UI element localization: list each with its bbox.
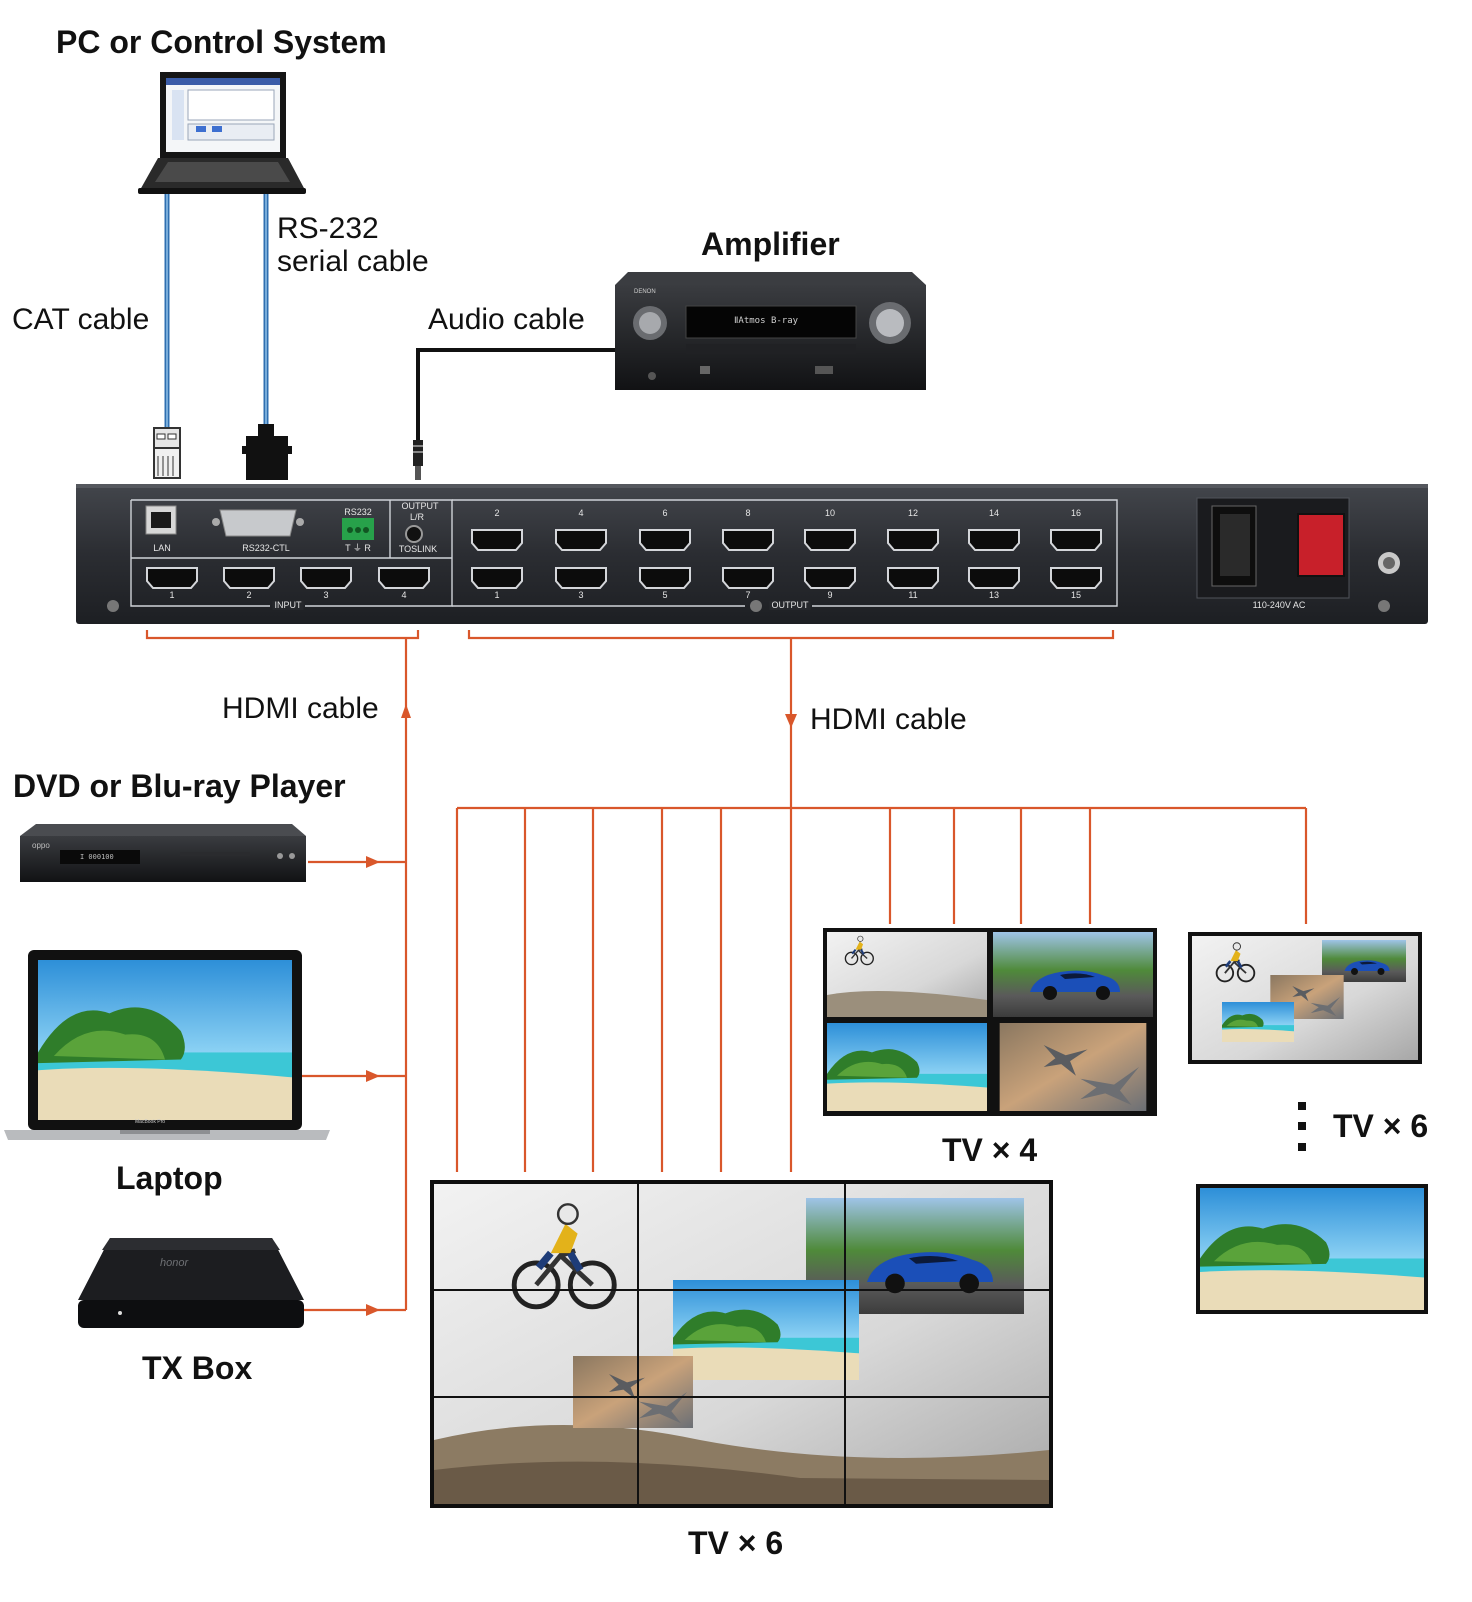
hdmi-port-icon xyxy=(1050,567,1102,589)
port-number-label: 15 xyxy=(1070,590,1082,600)
audio-cable-label: Audio cable xyxy=(428,303,585,336)
tr-label: T ⏚ R xyxy=(345,543,371,553)
tv-screen-icon xyxy=(1196,1184,1428,1314)
port-number-label: 1 xyxy=(494,590,500,600)
video-wall-3x3 xyxy=(430,1180,1053,1508)
port-number-label: 3 xyxy=(578,590,584,600)
rs232-terminal-label: RS232 xyxy=(344,507,372,517)
serial-cable-label: serial cable xyxy=(277,245,429,278)
amp-brand: DENON xyxy=(634,289,656,295)
db9-plug-icon xyxy=(242,424,292,480)
hdmi-output-cable-label: HDMI cable xyxy=(810,703,967,736)
tv6-bottom-label: TV × 6 xyxy=(688,1525,784,1561)
hdmi-input-cable-label: HDMI cable xyxy=(222,692,379,725)
hdmi-port-icon xyxy=(722,529,774,551)
tv-wall-2x2 xyxy=(823,928,1157,1116)
hdmi-port-icon xyxy=(378,567,430,589)
txbox-title: TX Box xyxy=(142,1350,253,1386)
hdmi-port-icon xyxy=(804,567,856,589)
hdmi-input-wiring xyxy=(145,630,420,1312)
tv-box-icon xyxy=(78,1238,304,1328)
laptop-model: MacBook Pro xyxy=(135,1119,166,1125)
hdmi-port-icon xyxy=(1050,529,1102,551)
tv4-label: TV × 4 xyxy=(942,1132,1038,1168)
port-number-label: 7 xyxy=(745,590,751,600)
tv-screen-icon xyxy=(827,1023,987,1111)
audio-cable-line xyxy=(416,348,615,440)
hdmi-port-icon xyxy=(887,567,939,589)
hdmi-port-icon xyxy=(887,529,939,551)
hdmi-port-icon xyxy=(555,567,607,589)
hdmi-port-icon xyxy=(555,529,607,551)
hdmi-port-icon xyxy=(471,529,523,551)
hdmi-output-wiring xyxy=(455,630,1308,1172)
port-number-label: 11 xyxy=(908,590,918,600)
amp-display: ⅡAtmos B-ray xyxy=(734,316,799,326)
port-number-label: 9 xyxy=(827,590,833,600)
hdmi-port-icon xyxy=(146,567,198,589)
cat-cable-label: CAT cable xyxy=(12,303,150,336)
rj45-plug-icon xyxy=(153,427,181,479)
output-section-label: OUTPUT xyxy=(769,600,811,610)
port-number-label: 3 xyxy=(323,590,329,600)
hdmi-ports xyxy=(146,529,1102,589)
rs232-ctl-label: RS232-CTL xyxy=(242,543,290,553)
port-number-label: 1 xyxy=(169,590,175,600)
port-number-label: 16 xyxy=(1070,508,1082,518)
port-number-label: 8 xyxy=(745,508,751,518)
tv-screen-icon xyxy=(993,932,1153,1017)
hdmi-port-icon xyxy=(639,567,691,589)
hdmi-port-icon xyxy=(639,529,691,551)
dvd-display: I 000100 xyxy=(80,853,114,861)
hdmi-port-icon xyxy=(471,567,523,589)
dvd-player-icon xyxy=(20,824,306,882)
tv-screen-icon xyxy=(827,932,987,1017)
port-number-label: 6 xyxy=(662,508,668,518)
port-number-label: 12 xyxy=(907,508,919,518)
tv-screen-icon xyxy=(1188,932,1422,1064)
pc-title: PC or Control System xyxy=(56,24,387,60)
input-section-label: INPUT xyxy=(272,600,304,610)
port-number-label: 5 xyxy=(662,590,668,600)
amplifier-icon xyxy=(615,272,926,390)
laptop-icon xyxy=(4,950,330,1140)
amplifier-title: Amplifier xyxy=(701,226,840,262)
hdmi-port-icon xyxy=(804,529,856,551)
hdmi-port-icon xyxy=(300,567,352,589)
audio-lr-label: L/R xyxy=(409,512,425,522)
rs232-label: RS-232 xyxy=(277,212,379,245)
port-number-label: 10 xyxy=(824,508,836,518)
hdmi-port-icon xyxy=(722,567,774,589)
dvd-brand: oppo xyxy=(32,841,50,850)
audio-jack-icon xyxy=(413,440,423,480)
tv-screen-icon xyxy=(999,1023,1147,1111)
hdmi-port-icon xyxy=(968,567,1020,589)
power-rating-label: 110-240V AC xyxy=(1252,600,1306,610)
port-number-label: 2 xyxy=(246,590,252,600)
lan-label: LAN xyxy=(153,543,171,553)
laptop-title: Laptop xyxy=(116,1160,223,1196)
audio-output-label: OUTPUT xyxy=(401,501,439,511)
tv6-right-label: TV × 6 xyxy=(1333,1108,1429,1144)
ellipsis-dots xyxy=(1298,1102,1306,1151)
port-number-label: 13 xyxy=(988,590,1000,600)
dvd-title: DVD or Blu-ray Player xyxy=(13,768,346,804)
port-number-label: 14 xyxy=(988,508,1000,518)
txbox-brand: honor xyxy=(160,1257,189,1269)
port-number-label: 2 xyxy=(494,508,500,518)
pc-laptop-icon xyxy=(138,72,306,194)
hdmi-port-icon xyxy=(968,529,1020,551)
port-number-label: 4 xyxy=(578,508,584,518)
port-number-label: 4 xyxy=(401,590,407,600)
hdmi-port-icon xyxy=(223,567,275,589)
toslink-label: TOSLINK xyxy=(398,544,438,554)
